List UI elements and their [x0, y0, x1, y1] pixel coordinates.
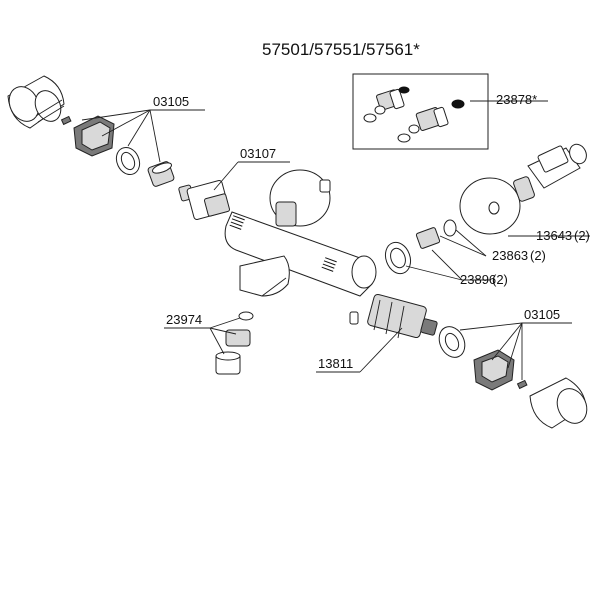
ring-top — [115, 146, 141, 176]
diagram-title: 57501/57551/57561* — [262, 40, 420, 59]
cartridge-left — [178, 180, 231, 220]
leader-03105-top — [81, 109, 205, 163]
label-13643-qty: (2) — [574, 228, 590, 243]
screw-bottom-right — [516, 379, 528, 390]
label-23878: 23878* — [496, 92, 537, 107]
stop-piece-top — [147, 161, 175, 187]
mixer-body: |||| |||| — [224, 169, 377, 297]
hub-adapter-top — [73, 115, 115, 157]
small-part-13811 — [349, 311, 359, 325]
ring-bottom — [438, 326, 466, 358]
thermo-cartridge — [367, 293, 438, 339]
inset-cartridge-left — [363, 86, 410, 123]
inset-cartridge-right — [397, 99, 465, 143]
handle-right — [529, 377, 588, 429]
inset-box: 23878* — [352, 73, 548, 150]
aerator-23974 — [215, 311, 254, 375]
label-03105-top: 03105 — [153, 94, 189, 109]
body-mark-right: |||| — [319, 255, 338, 273]
handle-left — [7, 75, 65, 129]
filter-23863 — [415, 219, 487, 257]
body-mark-left: |||| — [227, 213, 246, 231]
leader-23974 — [164, 317, 241, 355]
leader-13811 — [316, 327, 403, 373]
label-03105-bottom: 03105 — [524, 307, 560, 322]
label-23896: 23896 — [460, 272, 496, 287]
label-13811: 13811 — [318, 356, 353, 371]
label-23896-qty: (2) — [492, 272, 508, 287]
label-23863: 23863 — [492, 248, 528, 263]
hub-adapter-bottom — [473, 349, 515, 391]
screw-top-left — [60, 115, 72, 126]
wall-connector-right — [459, 143, 587, 235]
label-23863-qty: (2) — [530, 248, 546, 263]
nut-23896 — [384, 241, 490, 281]
label-13643: 13643 — [536, 228, 572, 243]
label-23974: 23974 — [166, 312, 202, 327]
leader-03105-bottom — [459, 322, 572, 380]
leader-03107 — [213, 161, 290, 191]
label-03107: 03107 — [240, 146, 276, 161]
